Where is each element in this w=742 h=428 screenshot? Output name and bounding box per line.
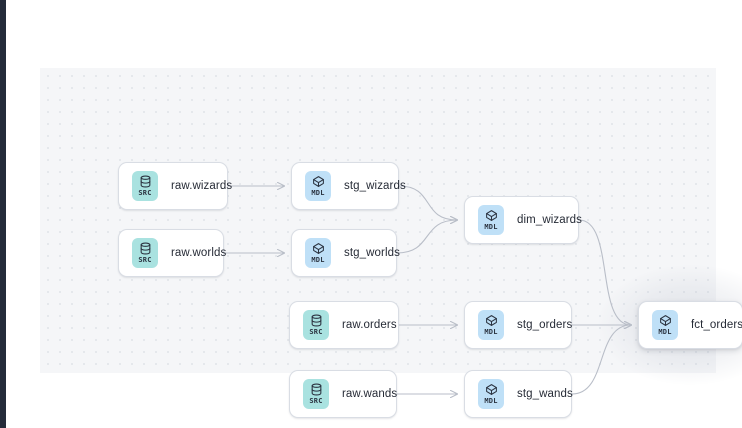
- database-icon: [139, 242, 152, 255]
- database-icon: [310, 383, 323, 396]
- node-type-badge-label: SRC: [309, 396, 323, 405]
- graph-node-stg_wands[interactable]: MDL stg_wands: [464, 370, 573, 418]
- node-type-badge-mdl: MDL: [305, 171, 331, 201]
- node-type-badge-label: SRC: [138, 188, 152, 197]
- node-label: raw.wizards: [171, 180, 233, 192]
- left-nav-rail[interactable]: [0, 0, 6, 428]
- node-label: stg_wizards: [344, 180, 406, 192]
- node-type-badge-label: MDL: [311, 255, 325, 264]
- graph-node-stg_worlds[interactable]: MDL stg_worlds: [291, 229, 400, 277]
- cube-icon: [659, 314, 672, 327]
- node-type-badge-label: MDL: [484, 327, 498, 336]
- cube-icon: [312, 242, 325, 255]
- node-label: stg_wands: [517, 388, 573, 400]
- node-label: raw.wands: [342, 388, 398, 400]
- node-type-badge-src: SRC: [132, 238, 158, 268]
- node-label: raw.worlds: [171, 247, 227, 259]
- node-type-badge-label: SRC: [138, 255, 152, 264]
- node-type-badge-src: SRC: [132, 171, 158, 201]
- cube-icon: [485, 383, 498, 396]
- node-type-badge-mdl: MDL: [478, 379, 504, 409]
- graph-node-dim_wizards[interactable]: MDL dim_wizards: [464, 196, 583, 244]
- node-label: fct_orders: [691, 319, 742, 331]
- node-type-badge-label: MDL: [484, 396, 498, 405]
- cube-icon: [485, 314, 498, 327]
- node-type-badge-label: MDL: [658, 327, 672, 336]
- cube-icon: [312, 175, 325, 188]
- cube-icon: [485, 209, 498, 222]
- graph-node-stg_orders[interactable]: MDL stg_orders: [464, 301, 572, 349]
- graph-node-raw_orders[interactable]: SRC raw.orders: [289, 301, 399, 349]
- node-label: raw.orders: [342, 319, 397, 331]
- graph-node-raw_wizards[interactable]: SRC raw.wizards: [118, 162, 232, 210]
- node-type-badge-label: MDL: [484, 222, 498, 231]
- node-type-badge-mdl: MDL: [478, 310, 504, 340]
- database-icon: [310, 314, 323, 327]
- node-type-badge-label: SRC: [309, 327, 323, 336]
- graph-node-raw_worlds[interactable]: SRC raw.worlds: [118, 229, 227, 277]
- node-label: dim_wizards: [517, 214, 583, 226]
- node-label: stg_orders: [517, 319, 573, 331]
- database-icon: [139, 175, 152, 188]
- node-type-badge-mdl: MDL: [652, 310, 678, 340]
- node-label: stg_worlds: [344, 247, 400, 259]
- node-type-badge-src: SRC: [303, 310, 329, 340]
- graph-node-fct_orders[interactable]: MDL fct_orders: [638, 301, 742, 349]
- node-type-badge-mdl: MDL: [305, 238, 331, 268]
- node-type-badge-mdl: MDL: [478, 205, 504, 235]
- node-type-badge-src: SRC: [303, 379, 329, 409]
- graph-node-raw_wands[interactable]: SRC raw.wands: [289, 370, 397, 418]
- graph-node-stg_wizards[interactable]: MDL stg_wizards: [291, 162, 406, 210]
- node-type-badge-label: MDL: [311, 188, 325, 197]
